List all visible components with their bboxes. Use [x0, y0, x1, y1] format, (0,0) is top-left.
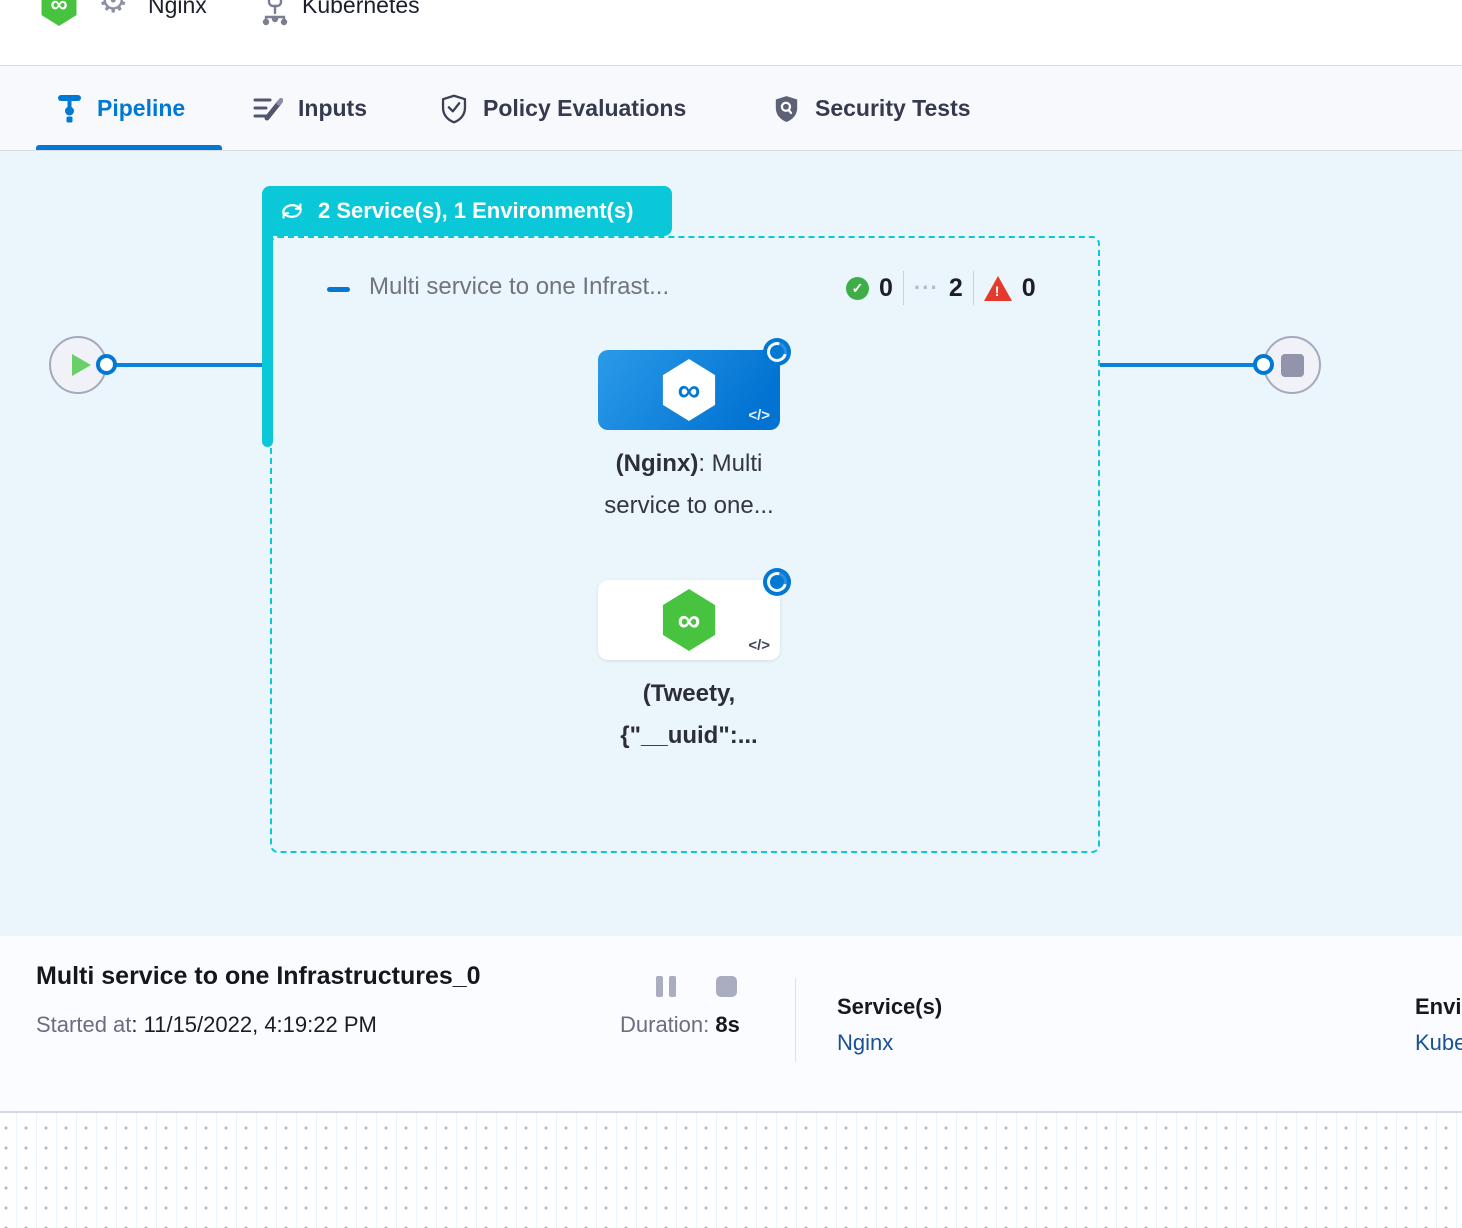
tab-security-tests-label: Security Tests [815, 95, 971, 121]
header-service-name[interactable]: Nginx [148, 0, 207, 18]
edge-start-to-stage [106, 363, 264, 367]
started-at: Started at: 11/15/2022, 4:19:22 PM [36, 1012, 377, 1037]
pipeline-canvas[interactable]: 2 Service(s), 1 Environment(s) Multi ser… [0, 151, 1462, 936]
stage-node-tweety-label: (Tweety, {"__uuid":... [620, 680, 758, 749]
success-count: 0 [879, 273, 893, 302]
inputs-icon [253, 96, 283, 122]
duration: Duration: 8s [620, 1012, 740, 1037]
code-icon: </> [748, 407, 770, 424]
tab-policy-evaluations[interactable]: Policy Evaluations [440, 66, 686, 151]
pipeline-icon [57, 94, 82, 123]
services-label: Service(s) [837, 994, 943, 1019]
shield-check-icon [440, 94, 468, 124]
connector-port [1253, 354, 1274, 375]
header-environment-name[interactable]: Kubernetes [302, 0, 420, 18]
stage-node-tweety[interactable]: ∞ </> [598, 580, 780, 660]
harness-pipeline-logo-icon: ∞ [41, 0, 77, 26]
divider [972, 271, 974, 305]
gear-icon: ⚙ [98, 0, 129, 21]
connector-port [96, 354, 117, 375]
stage-status-counts: ✓ 0 ··· 2 ! 0 [846, 271, 1036, 305]
tab-pipeline[interactable]: Pipeline [57, 66, 185, 151]
execution-header: ∞ ⚙ Nginx Kubernetes [0, 0, 1462, 66]
success-check-icon: ✓ [846, 276, 869, 300]
tab-policy-evaluations-label: Policy Evaluations [483, 95, 687, 121]
failed-warning-icon: ! [983, 275, 1012, 301]
execution-title: Multi service to one Infrastructures_0 [36, 962, 481, 990]
environments-label: Environment(s) [1415, 994, 1462, 1019]
service-link-nginx[interactable]: Nginx [837, 1030, 894, 1055]
stage-group-badge[interactable]: 2 Service(s), 1 Environment(s) [262, 186, 672, 236]
divider [795, 978, 796, 1062]
shield-search-icon [773, 94, 800, 124]
tab-security-tests[interactable]: Security Tests [773, 66, 971, 151]
active-tab-underline [36, 145, 222, 150]
stop-button[interactable] [716, 976, 737, 997]
stop-square-icon [1280, 353, 1304, 377]
running-spinner-badge [763, 338, 791, 366]
stage-group-edge-strip [262, 211, 273, 447]
stage-node-nginx[interactable]: ∞ </> [598, 350, 780, 430]
infinity-glyph: ∞ [50, 0, 68, 18]
divider [902, 271, 904, 305]
edge-stage-to-end [1100, 363, 1263, 367]
stage-group-badge-label: 2 Service(s), 1 Environment(s) [318, 198, 634, 223]
environment-icon [260, 0, 290, 26]
console-grid-area[interactable] [0, 1113, 1462, 1228]
code-icon: </> [748, 637, 770, 654]
running-spinner-badge [763, 568, 791, 596]
stage-group-region[interactable] [270, 236, 1100, 853]
collapse-minus-icon[interactable] [327, 287, 350, 292]
environment-link-kubernetes[interactable]: Kubernetes [1415, 1030, 1462, 1055]
tab-inputs-label: Inputs [298, 95, 367, 121]
execution-details-bar: Multi service to one Infrastructures_0 S… [0, 936, 1462, 1113]
play-icon [71, 354, 91, 376]
execution-tabbar: Pipeline Inputs Policy Eval [0, 66, 1462, 151]
running-count: 2 [948, 273, 963, 302]
stage-group-title[interactable]: Multi service to one Infrast... [369, 273, 670, 300]
tab-pipeline-label: Pipeline [97, 95, 186, 121]
stage-node-nginx-label: (Nginx): Multi service to one... [604, 450, 774, 519]
loop-icon [278, 199, 306, 223]
pause-button[interactable] [656, 976, 678, 997]
tab-inputs[interactable]: Inputs [253, 66, 367, 151]
failed-count: 0 [1021, 273, 1036, 302]
